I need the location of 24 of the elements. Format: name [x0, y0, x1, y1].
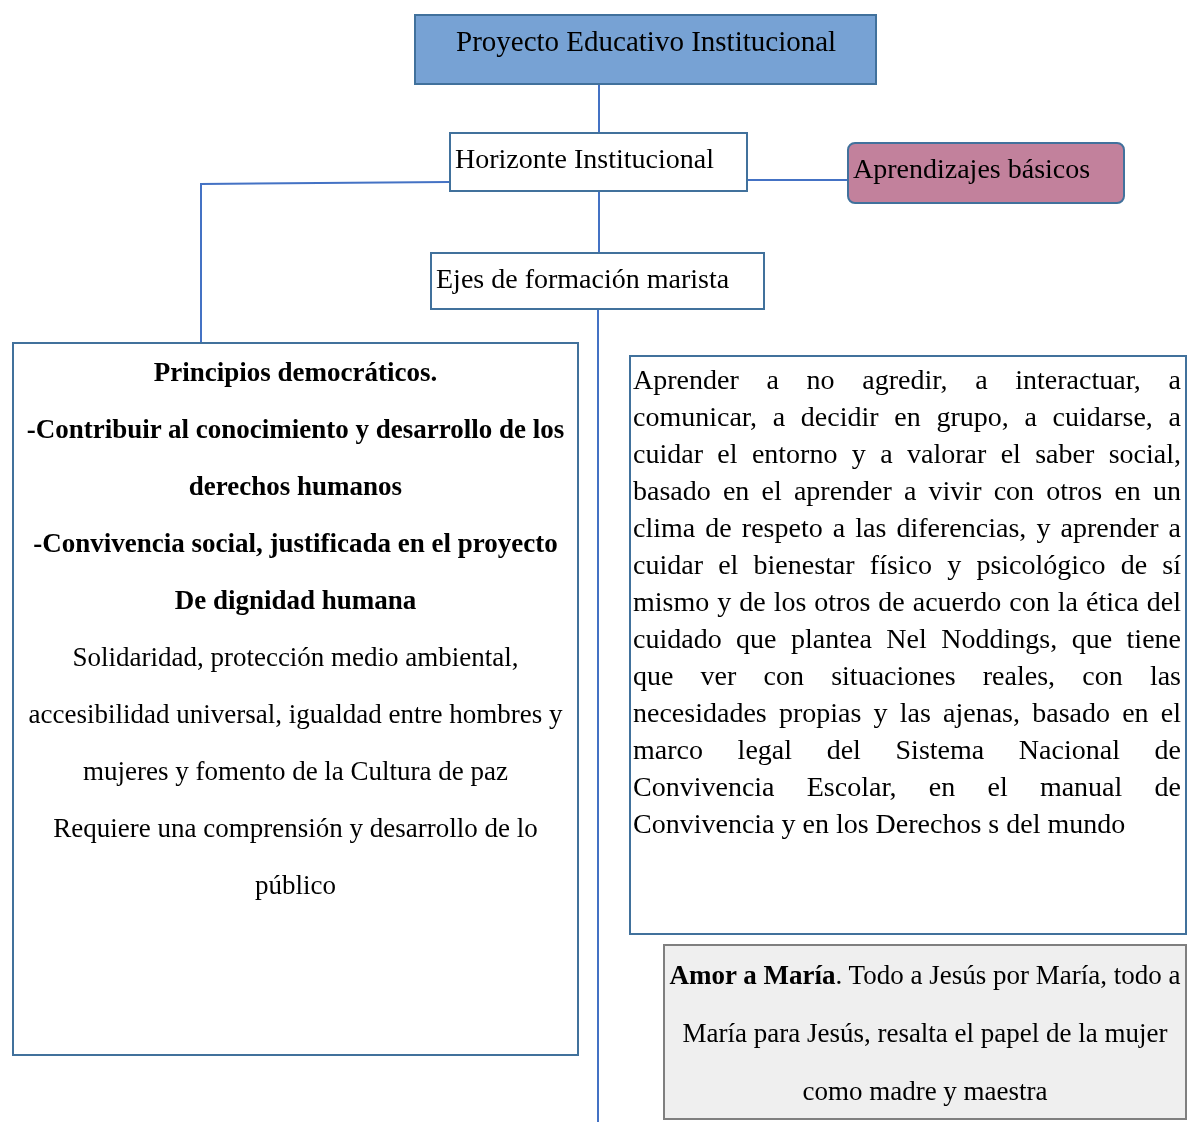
content-box — [629, 355, 1187, 935]
node-text: Aprender a no agredir, a interactuar, a comunicar, a decidir en grupo, a cuidarse, a cuidar el entorno y a valorar el saber social, basado en el aprender a vivir con otros en un clima de respeto a las diferencias, y aprender a cuidar el bienestar físico y psicológico de sí mismo y de los otros de acuerdo con la ética del cuidado que plantea Nel Noddings, que tiene que ver con situaciones reales, con las necesidades propias y las ajenas, basado en el marco legal del Sistema Nacional de Convivencia Escolar, en el manual de Convivencia y en los Derechos s del mundo — [633, 363, 1181, 841]
process-box — [847, 142, 1125, 204]
node-text: Solidaridad, protección medio ambiental, accesibilidad universal, igualdad entre hombres y mujeres y fomento de la Cultura de paz — [27, 641, 564, 788]
content-box — [12, 342, 579, 1056]
process-box — [449, 132, 748, 192]
connector-line — [598, 84, 600, 133]
connector-line — [598, 191, 600, 253]
node-text: -Convivencia social, justificada en el proyecto — [32, 527, 559, 560]
content-box — [663, 944, 1187, 1120]
title-box — [414, 14, 877, 85]
connector-line — [597, 309, 599, 1122]
node-text: Principios democráticos. — [152, 356, 439, 389]
node-text: -Contribuir al conocimiento y desarrollo de los derechos humanos — [25, 413, 566, 503]
node-text: Aprendizajes básicos — [853, 152, 1092, 186]
node-text: Proyecto Educativo Institucional — [456, 24, 838, 59]
node-text: De dignidad humana — [173, 584, 418, 617]
node-text: Horizonte Institucional — [455, 142, 715, 176]
node-text: Requiere una comprensión y desarrollo de lo público — [52, 812, 539, 902]
node-text: Ejes de formación marista — [436, 262, 731, 296]
node-text: Amor a María. Todo a Jesús por María, todo a María para Jesús, resalta el papel de la mujer como madre y maestra — [669, 959, 1181, 1108]
process-box — [430, 252, 765, 310]
connector-line — [200, 181, 450, 343]
connector-line — [747, 179, 848, 181]
